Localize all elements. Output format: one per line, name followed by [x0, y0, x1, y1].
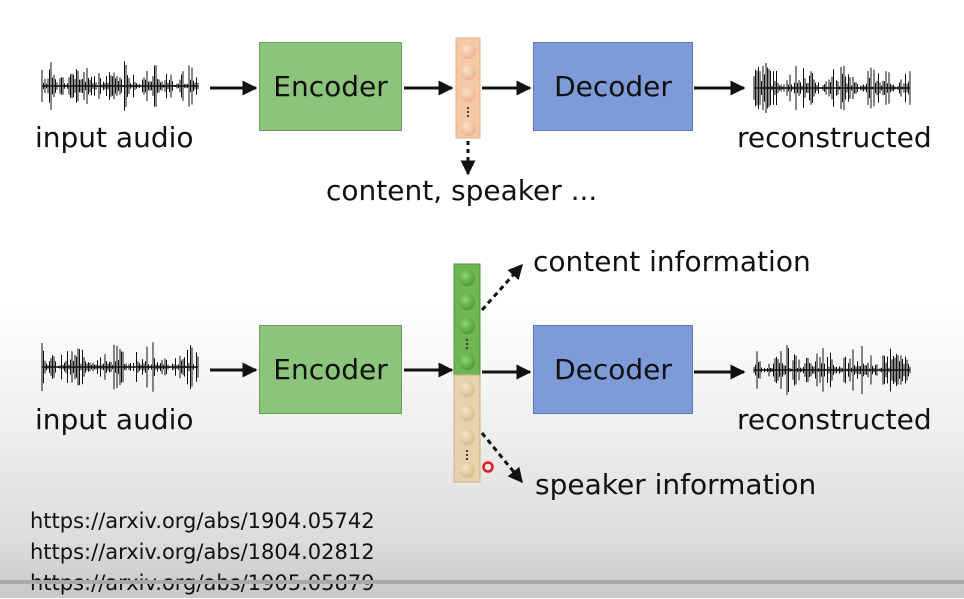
- input-waveform-top: [41, 61, 199, 111]
- latent-unit: [460, 64, 476, 80]
- latent-dot: [466, 110, 470, 114]
- reconstructed-label-bottom: reconstructed: [737, 403, 932, 436]
- speaker-unit: [459, 381, 475, 397]
- decoder-label: Decoder: [554, 353, 672, 386]
- speaker-unit: [459, 429, 475, 445]
- latent-unit: [460, 86, 476, 102]
- latent-dot: [465, 457, 469, 461]
- reconstructed-waveform-top: [753, 63, 911, 113]
- speaker-unit: [459, 462, 475, 478]
- latent-dot: [465, 453, 469, 457]
- pointer-cursor-icon: [482, 461, 494, 473]
- latent-dot: [465, 449, 469, 453]
- speaker-information-label: speaker information: [535, 468, 817, 501]
- input-audio-label-bottom: input audio: [35, 403, 194, 436]
- content-unit: [459, 270, 475, 286]
- reconstructed-waveform-bottom: [753, 345, 911, 395]
- video-progress-track[interactable]: [0, 580, 964, 584]
- encoder-label: Encoder: [273, 70, 388, 103]
- speaker-unit: [459, 405, 475, 421]
- latent-dot: [465, 346, 469, 350]
- latent-unit: [460, 120, 476, 136]
- input-audio-label-top: input audio: [35, 121, 194, 154]
- encoder-block-top: Encoder: [259, 42, 402, 131]
- latent-dot: [465, 338, 469, 342]
- decoder-label: Decoder: [554, 70, 672, 103]
- latent-dot: [465, 342, 469, 346]
- latent-dot: [466, 106, 470, 110]
- reference-link[interactable]: https://arxiv.org/abs/1804.02812: [30, 540, 375, 564]
- content-unit: [459, 294, 475, 310]
- input-waveform-bottom: [41, 342, 199, 392]
- latent-dot: [466, 114, 470, 118]
- reference-links: https://arxiv.org/abs/1904.05742 https:/…: [30, 506, 375, 599]
- decoder-block-bottom: Decoder: [533, 325, 693, 414]
- decoder-block-top: Decoder: [533, 42, 693, 131]
- latent-caption: content, speaker ...: [326, 174, 598, 207]
- latent-unit: [460, 43, 476, 59]
- encoder-label: Encoder: [273, 353, 388, 386]
- dashed-arrow-to-content: [480, 263, 524, 311]
- dashed-arrow-to-speaker: [480, 432, 524, 484]
- reconstructed-label-top: reconstructed: [737, 121, 932, 154]
- content-information-label: content information: [533, 245, 811, 278]
- content-unit: [459, 318, 475, 334]
- encoder-block-bottom: Encoder: [259, 325, 402, 414]
- content-unit: [459, 354, 475, 370]
- reference-link[interactable]: https://arxiv.org/abs/1904.05742: [30, 509, 375, 533]
